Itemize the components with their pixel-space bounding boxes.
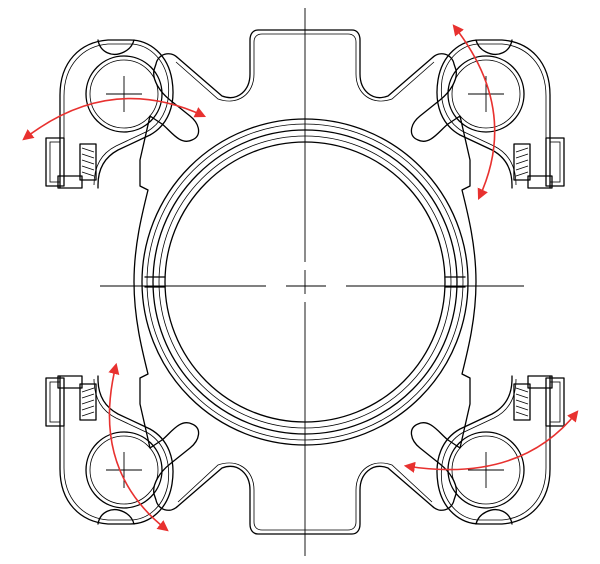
clamp-top-right	[436, 39, 565, 189]
rotation-arrow-bottom-left	[108, 362, 169, 532]
rotation-arrow-bottom-right	[403, 410, 579, 473]
rotation-arrow-top-left	[22, 97, 207, 141]
rotation-arrow-top-right	[452, 24, 496, 201]
center-lines	[100, 8, 524, 556]
rotation-arrows	[22, 24, 579, 532]
clamp-bottom-right	[436, 375, 565, 525]
